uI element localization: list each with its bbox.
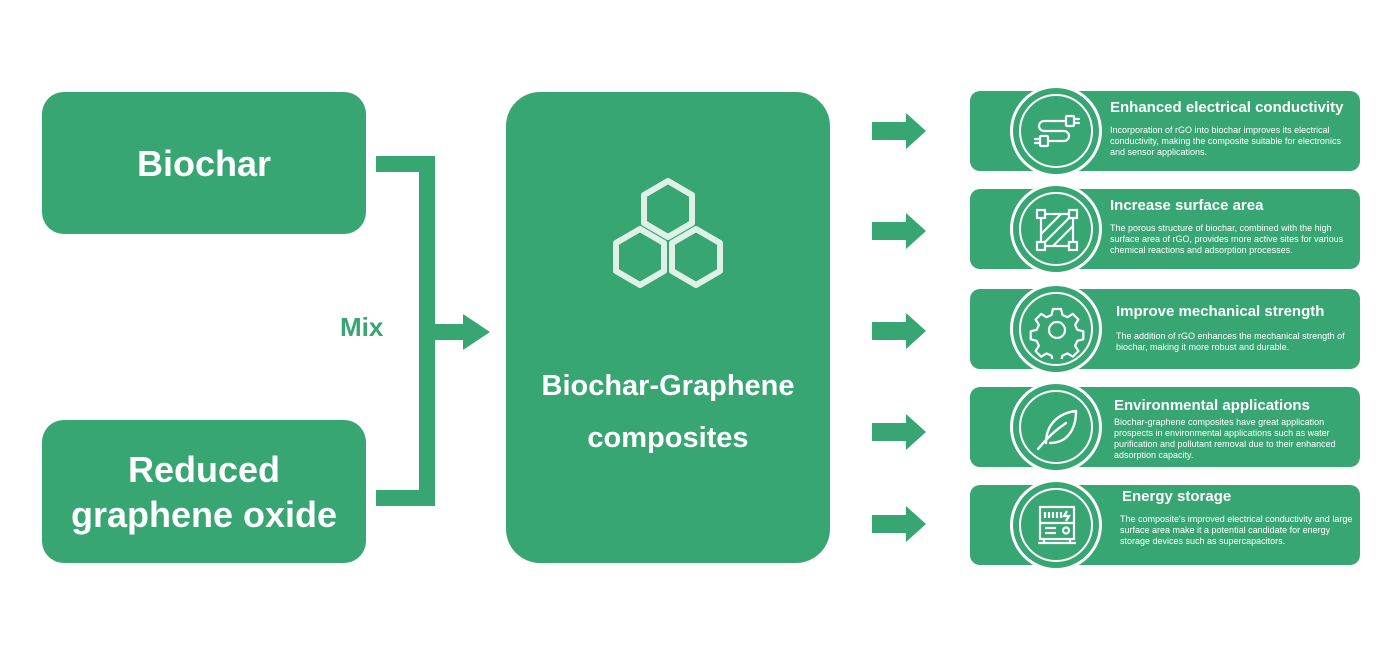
benefit-card-environmental: Environmental applications Biochar-graph… — [970, 381, 1360, 473]
hexagon-cluster-icon — [613, 178, 723, 288]
composite-title-line2: composites — [587, 422, 749, 454]
gear-icon — [1029, 307, 1085, 359]
benefit-description: The addition of rGO enhances the mechani… — [1116, 331, 1345, 352]
output-arrow — [872, 313, 926, 349]
battery-rack-icon — [1038, 505, 1076, 545]
benefit-icon-circle — [1010, 183, 1102, 275]
benefit-description: The porous structure of biochar, combine… — [1110, 223, 1344, 255]
plug-cable-icon — [1033, 114, 1081, 148]
benefit-title: Improve mechanical strength — [1116, 303, 1325, 320]
composite-title-line1: Biochar-Graphene — [541, 370, 795, 402]
rgo-label-line1: Reduced — [127, 448, 281, 490]
rgo-label: Reduced graphene oxide — [71, 447, 337, 537]
biochar-input-box: Biochar — [42, 92, 366, 234]
output-arrow — [872, 414, 926, 450]
benefit-card-conductivity: Enhanced electrical conductivity Incorpo… — [970, 85, 1360, 177]
benefit-title: Environmental applications — [1114, 397, 1310, 414]
benefit-icon-circle — [1010, 479, 1102, 571]
leaf-icon — [1036, 409, 1078, 451]
benefit-card-mechanical-strength: Improve mechanical strength The addition… — [970, 283, 1360, 375]
rgo-label-line2: graphene oxide — [70, 493, 338, 535]
output-arrows — [872, 113, 926, 542]
mix-label: Mix — [340, 312, 384, 342]
benefit-title: Enhanced electrical conductivity — [1110, 99, 1344, 116]
reduced-graphene-oxide-input-box: Reduced graphene oxide — [42, 420, 366, 563]
biochar-label: Biochar — [136, 142, 272, 184]
mix-arrow-head — [463, 314, 490, 350]
benefit-title: Energy storage — [1122, 488, 1232, 505]
benefit-icon-circle — [1010, 85, 1102, 177]
output-arrow — [872, 506, 926, 542]
hatched-square-icon — [1035, 208, 1079, 252]
benefit-card-surface-area: Increase surface area The porous structu… — [970, 183, 1360, 275]
composite-box: Biochar-Graphene composites — [506, 92, 830, 563]
benefit-description: Incorporation of rGO into biochar improv… — [1110, 125, 1341, 157]
mix-bracket — [376, 156, 490, 506]
benefit-description: Biochar-graphene composites have great a… — [1114, 417, 1336, 460]
composite-title: Biochar-Graphene composites — [542, 360, 795, 464]
benefit-icon-circle — [1010, 283, 1102, 375]
benefit-card-energy-storage: Energy storage The composite's improved … — [970, 479, 1360, 571]
output-arrow — [872, 113, 926, 149]
benefit-description: The composite's improved electrical cond… — [1120, 514, 1353, 546]
output-arrow — [872, 213, 926, 249]
benefit-title: Increase surface area — [1110, 197, 1264, 214]
benefit-icon-circle — [1010, 381, 1102, 473]
